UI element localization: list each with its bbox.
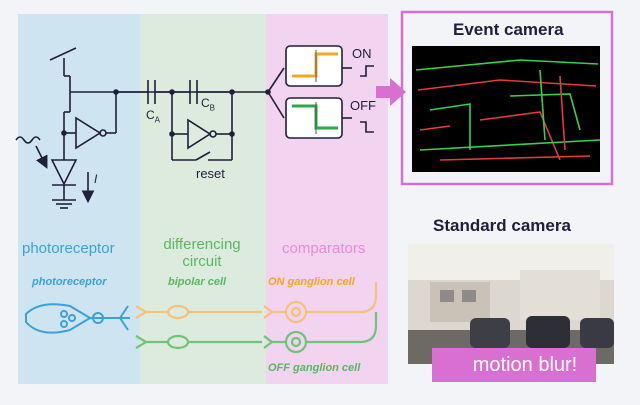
standard-camera-image	[408, 244, 614, 364]
photoreceptor-title: photoreceptor	[22, 240, 115, 257]
comparators-title: comparators	[282, 240, 366, 257]
photoreceptor-circuit	[15, 47, 232, 209]
cap-a-label: CA	[146, 108, 161, 125]
on-pathway	[135, 282, 378, 324]
photoreceptor-subtitle: photoreceptor	[32, 276, 107, 288]
event-camera-events	[415, 59, 601, 161]
on-comparator-box	[285, 45, 343, 87]
motion-blur-badge: motion blur!	[432, 348, 596, 382]
photoreceptor-neuron	[25, 303, 130, 334]
differencing-panel	[140, 14, 266, 384]
event-camera-frame	[400, 10, 614, 186]
event-camera-title: Event camera	[453, 20, 564, 39]
cap-b-label: CB	[201, 96, 216, 113]
off-pathway	[135, 312, 378, 354]
on-ganglion-subtitle: ON ganglion cell	[268, 276, 355, 288]
motion-blur-text: motion blur!	[472, 353, 578, 376]
standard-camera-title: Standard camera	[433, 216, 571, 235]
output-arrow	[376, 78, 406, 106]
differencing-title: differencing circuit	[163, 236, 241, 270]
comparator-wires	[267, 65, 374, 133]
off-ganglion-subtitle: OFF ganglion cell	[268, 362, 361, 374]
reset-label: reset	[196, 166, 225, 181]
differencing-circuit	[116, 80, 268, 161]
off-comparator-box	[285, 97, 343, 139]
bipolar-subtitle: bipolar cell	[168, 276, 227, 288]
off-label: OFF	[350, 98, 376, 113]
current-label: I	[94, 172, 98, 186]
on-label: ON	[352, 46, 372, 61]
